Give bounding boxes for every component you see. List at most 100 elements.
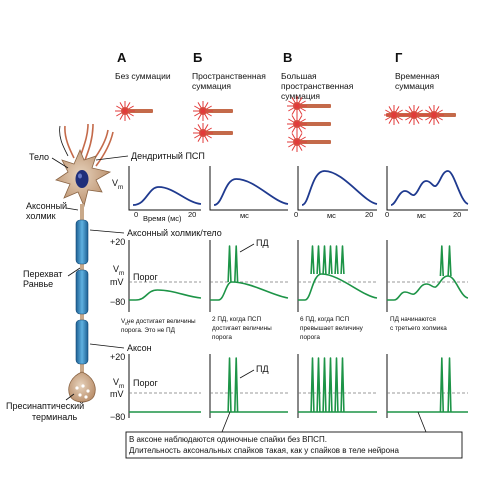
axon-stub [203, 131, 233, 135]
action-potential-spike [316, 357, 321, 413]
membrane-potential-trace [210, 281, 289, 301]
burst-core [200, 130, 206, 136]
label-body: Тело [29, 152, 49, 162]
synapse-burst [424, 105, 444, 125]
axon-panel [297, 354, 377, 418]
synapse-burst [193, 101, 213, 121]
burst-core [431, 112, 437, 118]
axis-vm-subscript: m [119, 270, 124, 277]
label-hillock: холмик [26, 211, 56, 221]
svg-text:V не достигает величины: V не достигает величины [121, 318, 196, 325]
axon-stub [297, 140, 331, 144]
action-potential-spike [234, 357, 239, 413]
axon-panel [209, 354, 288, 418]
action-potential-spike [334, 357, 339, 413]
synapse-burst [384, 105, 404, 125]
column-header-d: Г Временная суммация [395, 50, 440, 91]
action-potential-spike [439, 245, 445, 277]
myelin-segment [75, 319, 89, 365]
note-line: достигает величины [212, 325, 272, 332]
column-title: суммация [192, 81, 231, 91]
burst-core [122, 108, 128, 114]
action-potential-spike [340, 245, 345, 275]
synapse-burst [287, 96, 307, 116]
synapse-terminal [293, 138, 331, 146]
label-node-of-ranvier: Перехват [23, 269, 62, 279]
action-potential-spike [439, 357, 445, 413]
psp-panel [209, 166, 289, 211]
axon-panel [128, 354, 201, 418]
label-node-of-ranvier: Ранвье [23, 279, 53, 289]
note-line: порога [212, 334, 232, 341]
axis-plus20: +20 [110, 352, 125, 362]
psp-trace [132, 186, 202, 206]
label-hillock: Аксонный [26, 201, 67, 211]
axis-ms-label: мс [327, 211, 336, 220]
column-header-c: В Большая пространственная суммация [281, 50, 354, 101]
column-title: Большая [281, 71, 317, 81]
column-title: Пространственная [192, 71, 266, 81]
action-potential-spike [322, 357, 327, 413]
action-potential-spike [234, 245, 239, 283]
action-potential-spike [328, 357, 333, 413]
tick-label-20: 20 [365, 210, 373, 219]
action-potential-label: ПД [256, 364, 269, 374]
action-potential-spike [310, 245, 315, 275]
threshold-label: Порог [133, 272, 158, 282]
psp-trace [213, 178, 289, 206]
synapse-burst [287, 114, 307, 134]
action-potential-spike [447, 245, 452, 277]
psp-trace [301, 170, 378, 206]
tick-label-0: 0 [385, 210, 389, 219]
axis-vm-subscript: m [118, 184, 123, 191]
column-title: Без суммации [115, 71, 171, 81]
row-label-hillock-body: Аксонный холмик/тело [127, 228, 222, 238]
action-potential-spike [328, 245, 333, 275]
label-presynaptic-terminal: терминаль [32, 412, 77, 422]
neuron-illustration [55, 123, 114, 403]
note-d: ПД начинаются с третьего холмика [390, 316, 447, 332]
axon-stub [125, 109, 153, 113]
axis-mv-label: mV [110, 277, 124, 287]
note-line: ПД начинаются [390, 316, 436, 323]
action-potential-label: ПД [256, 238, 269, 248]
membrane-potential-trace [129, 289, 202, 301]
synapse-burst [115, 101, 135, 121]
myelin-segment [75, 219, 89, 265]
hillock-panel [128, 240, 202, 312]
note-c: 6 ПД, когда ПСП превышает величину порог… [300, 316, 364, 341]
column-header-a: А Без суммации [115, 50, 171, 81]
psp-panel [297, 166, 378, 211]
axon-stub [203, 109, 233, 113]
column-letter: А [117, 50, 127, 65]
action-potential-spike [340, 357, 345, 413]
panel-axes [297, 166, 377, 211]
column-letter: Г [395, 50, 403, 65]
burst-core [391, 112, 397, 118]
axis-mv-label: mV [110, 389, 124, 399]
footer-line-2: Длительность аксональных спайков такая, … [129, 446, 399, 455]
footer-line-1: В аксоне наблюдаются одиночные спайки бе… [129, 435, 327, 444]
axis-ms-label: мс [417, 211, 426, 220]
nucleus [75, 170, 89, 188]
threshold-label: Порог [133, 378, 158, 388]
axis-time-label: Время (мс) [143, 214, 182, 223]
membrane-potential-trace [387, 275, 469, 301]
hillock-panel [297, 240, 378, 312]
burst-core [294, 139, 300, 145]
axon-panel [386, 354, 468, 418]
column-title: суммация [281, 91, 320, 101]
row-label-axon: Аксон [127, 343, 152, 353]
axis-vm-subscript: m [119, 383, 124, 390]
axis-vm-label: V [113, 377, 119, 387]
tick-label-0: 0 [134, 210, 138, 219]
column-letter: Б [193, 50, 202, 65]
note-a: V не достигает величины порога. Это не П… [121, 318, 196, 334]
psp-panel [386, 166, 469, 211]
note-b: 2 ПД, когда ПСП достигает величины порог… [212, 316, 272, 341]
synapse-burst [404, 105, 424, 125]
synapse-drawings [115, 96, 456, 152]
note-line: V не достигает величины [121, 318, 196, 325]
column-letter: В [283, 50, 292, 65]
